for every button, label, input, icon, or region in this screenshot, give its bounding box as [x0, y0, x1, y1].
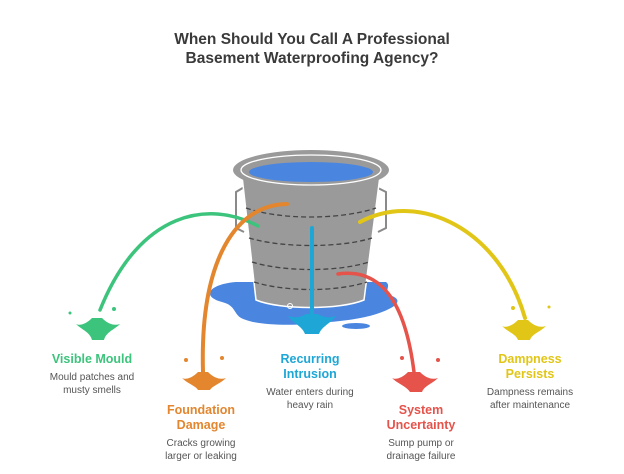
stream-visible-mould: [98, 212, 260, 312]
splash-visible-mould: [68, 307, 120, 340]
stream-system-uncertainty: [336, 271, 416, 374]
splash-dampness-persists: [502, 305, 551, 340]
title-line-2: Basement Waterproofing Agency?: [185, 50, 439, 67]
item-heading: Visible Mould: [51, 352, 133, 366]
splash-foundation-damage: [182, 356, 226, 390]
stream-foundation-damage: [200, 202, 289, 374]
splash-system-uncertainty: [392, 356, 440, 392]
title-line-1: When Should You Call A Professional: [174, 31, 450, 48]
bucket-handle-left: [235, 185, 247, 233]
diagram-title: When Should You Call A Professional Base…: [0, 30, 624, 68]
bucket-water: [249, 162, 373, 182]
stream-dampness-persists: [358, 209, 527, 320]
bucket-handle-right: [373, 185, 387, 233]
splash-recurring-intrusion: [287, 303, 336, 334]
